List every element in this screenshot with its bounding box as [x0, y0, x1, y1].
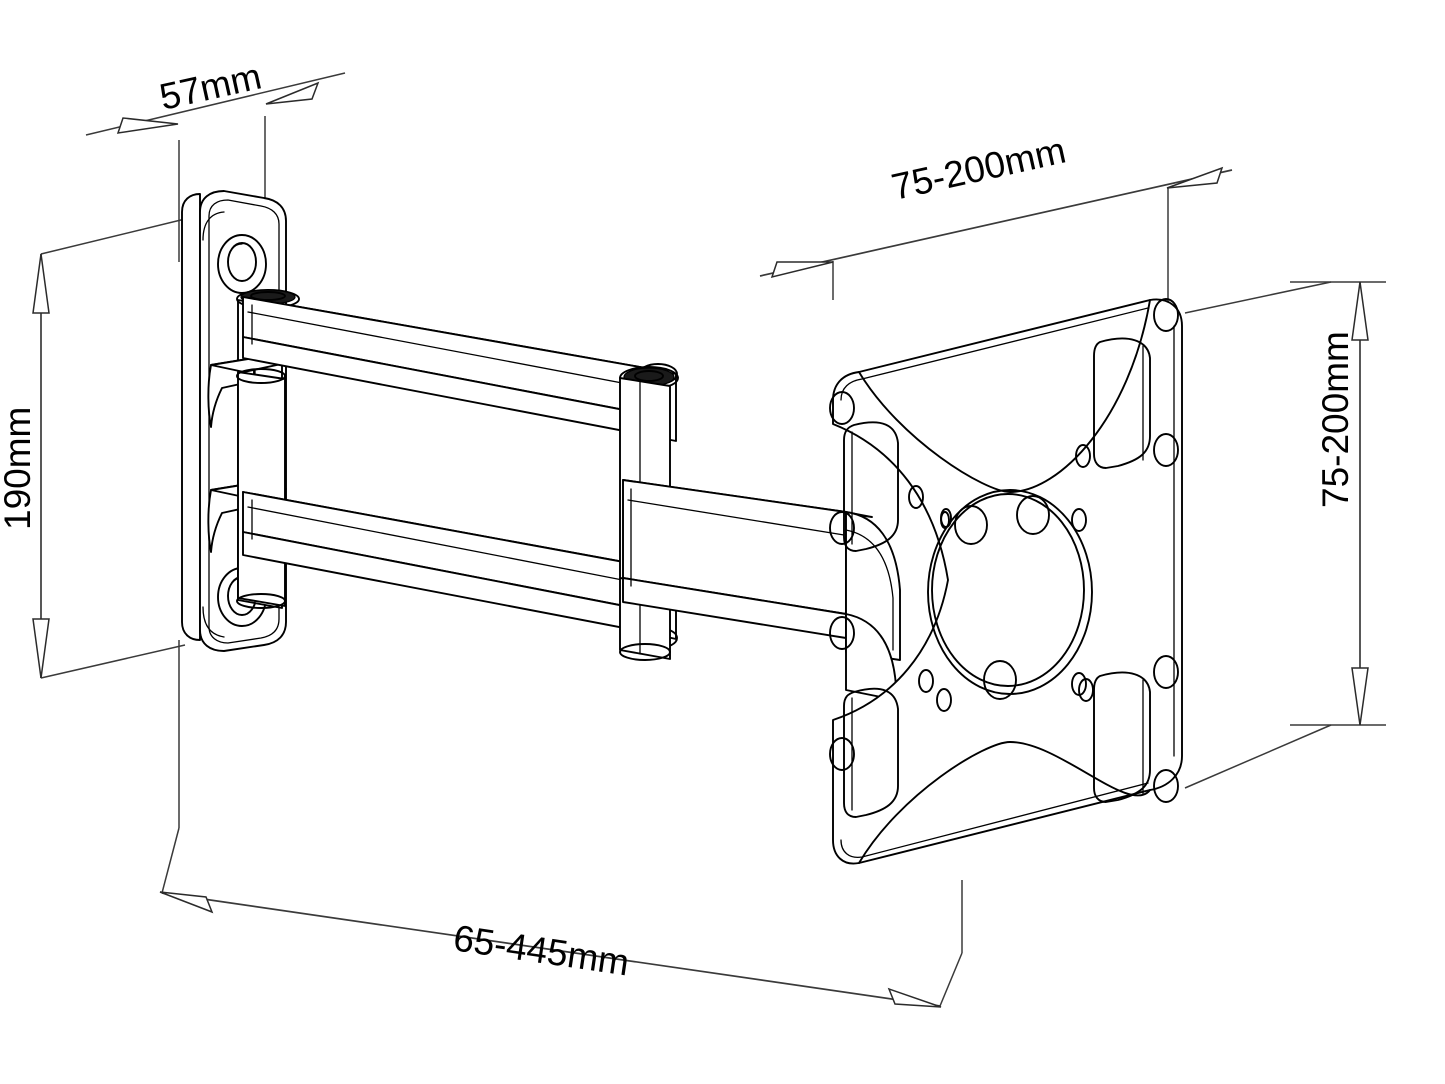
center-boss-hole-3	[983, 660, 1017, 700]
dimension-label-190mm: 190mm	[0, 407, 38, 530]
vesa-small-hole-4	[918, 669, 934, 693]
vesa-small-hole-2	[1075, 444, 1091, 468]
second-stage-arm	[622, 479, 901, 701]
arrowhead-top	[1351, 281, 1369, 341]
vesa-small-hole-3	[1071, 508, 1087, 532]
arrowhead-right	[265, 81, 320, 105]
wall-plate-screw-hole-top	[217, 234, 267, 294]
vesa-slot-bottom-left	[843, 687, 899, 818]
arrowhead-left	[159, 891, 214, 914]
vesa-hole-mid-right-2	[1153, 655, 1179, 689]
arrowhead-right	[887, 987, 942, 1008]
vesa-hole-mid-left-2	[829, 616, 855, 650]
vesa-hole-mid-right	[1153, 433, 1179, 467]
vesa-hole-top-left	[829, 391, 855, 425]
vesa-small-hole-6	[1078, 678, 1094, 702]
dimension-label-vesa-height: 75-200mm	[1315, 331, 1356, 508]
vesa-small-hole-1	[908, 485, 924, 509]
vesa-center-boss	[927, 489, 1093, 700]
vesa-hole-bottom-right	[1153, 769, 1179, 803]
arrowhead-left	[116, 117, 179, 134]
vesa-slot-bottom-right	[1093, 671, 1151, 803]
arrowhead-right	[1166, 166, 1224, 189]
center-boss-hole-2	[1016, 495, 1050, 535]
arrowhead-top	[32, 253, 50, 314]
vesa-hole-top-right	[1153, 298, 1179, 332]
center-boss-hole-1	[954, 505, 988, 545]
vesa-small-hole-9	[940, 511, 950, 529]
vesa-slot-top-right	[1093, 337, 1151, 469]
vesa-small-hole-7	[936, 688, 952, 712]
top-pivot-knurled-cap	[236, 289, 300, 309]
vesa-hole-mid-left	[829, 511, 855, 545]
vesa-slot-top-left	[843, 421, 899, 552]
arrowhead-bottom	[1351, 667, 1369, 726]
arrowhead-left	[770, 261, 834, 279]
vesa-hole-bottom-left	[829, 737, 855, 771]
dimension-vesa-height: 75-200mm	[1184, 281, 1386, 789]
vesa-display-bracket	[829, 298, 1183, 865]
arrowhead-bottom	[32, 618, 50, 679]
dimension-wall-plate-height: 190mm	[0, 218, 186, 679]
